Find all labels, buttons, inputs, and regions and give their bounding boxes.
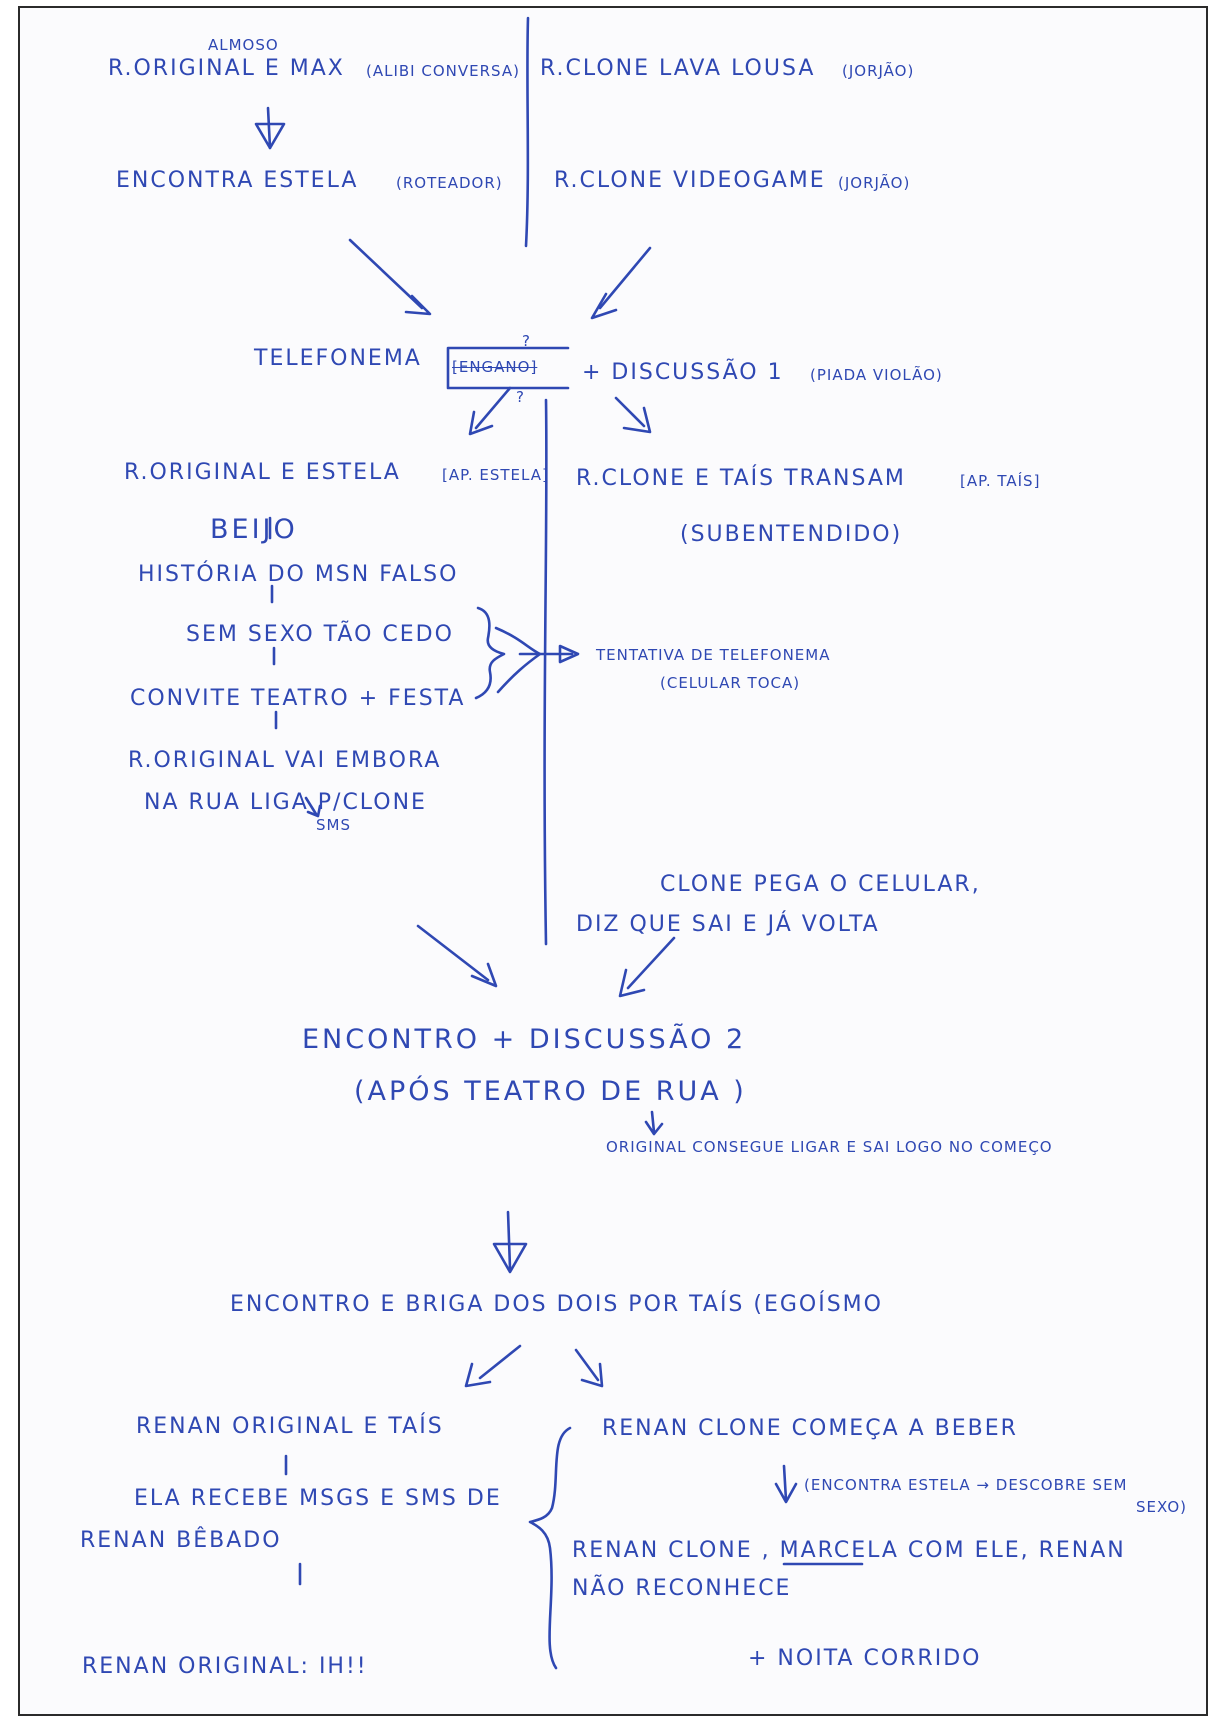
- r-clone-lava-lousa: R.CLONE LAVA LOUSA: [540, 56, 816, 81]
- arrow-diagonal-left-1: [348, 238, 432, 316]
- historia-msn: HISTÓRIA DO MSN FALSO: [138, 562, 459, 587]
- arrow-diagonal-right-2: [614, 396, 652, 434]
- brace: [474, 606, 506, 700]
- arrow-diagonal-right-4: [574, 1348, 604, 1388]
- ink-strokes: [254, 16, 864, 1670]
- encontro-e-briga: ENCONTRO E BRIGA DOS DOIS POR TAÍS (EGOÍ…: [230, 1292, 883, 1317]
- convite-teatro-festa: CONVITE TEATRO + FESTA: [130, 686, 466, 711]
- diz-que-sai: DIZ QUE SAI E JÁ VOLTA: [576, 912, 880, 937]
- r-clone-videogame: R.CLONE VIDEOGAME: [554, 168, 826, 193]
- renan-original-ih: RENAN ORIGINAL: IH!!: [82, 1654, 368, 1679]
- arrow-down-1: [254, 106, 286, 150]
- arrow-diagonal-left-2: [468, 386, 512, 436]
- ela-recebe: ELA RECEBE MSGS E SMS DE: [134, 1486, 502, 1511]
- question-mark-2: ?: [516, 388, 525, 406]
- ap-tais: [AP. TAÍS]: [960, 472, 1041, 490]
- jorjao-note-2: (JORJÃO): [838, 174, 911, 192]
- piada-note: (PIADA VIOLÃO): [810, 366, 943, 384]
- arrow-diagonal-left-3: [416, 924, 498, 988]
- renan-original-tais: RENAN ORIGINAL E TAÍS: [136, 1414, 444, 1439]
- alibi-note: (ALIBI CONVERSA): [366, 62, 520, 80]
- arrow-liga-sms: [304, 796, 322, 818]
- renan-clone-marcela: RENAN CLONE , MARCELA COM ELE, RENAN: [572, 1538, 1126, 1563]
- nao-reconhece: NÃO RECONHECE: [572, 1576, 792, 1601]
- telefonema-crossed-note: [ENGANO]: [452, 358, 538, 376]
- noita-corrido: + NOITA CORRIDO: [748, 1646, 982, 1671]
- telefonema: TELEFONEMA: [254, 346, 422, 371]
- r-clone-tais: R.CLONE E TAÍS TRANSAM: [576, 466, 906, 491]
- discussao-1: + DISCUSSÃO 1: [582, 360, 784, 385]
- arrow-rua: [644, 1110, 664, 1136]
- arrow-to-tentativa: [494, 626, 580, 694]
- arrow-down-2: [492, 1210, 528, 1274]
- encontra-estela-descobre: (ENCONTRA ESTELA → DESCOBRE SEM: [804, 1476, 1128, 1494]
- arrow-diagonal-left-4: [464, 1344, 522, 1388]
- divider-top: [524, 16, 530, 248]
- encontra-estela: ENCONTRA ESTELA: [116, 168, 359, 193]
- brace-bottom: [528, 1426, 572, 1670]
- renan-clone-beber: RENAN CLONE COMEÇA A BEBER: [602, 1416, 1018, 1441]
- renan-bebado: RENAN BÊBADO: [80, 1528, 282, 1553]
- sms-note: SMS: [316, 816, 351, 834]
- handwritten-page: ALMOSO R.ORIGINAL E MAX (ALIBI CONVERSA)…: [18, 6, 1208, 1716]
- jorjao-note-1: (JORJÃO): [842, 62, 915, 80]
- arrow-diagonal-right-3: [618, 936, 676, 998]
- ap-estela: [AP. ESTELA]: [442, 466, 549, 484]
- divider-middle: [543, 398, 548, 946]
- sem-sexo: SEM SEXO TÃO CEDO: [186, 622, 454, 647]
- sexo-note: SEXO): [1136, 1498, 1187, 1516]
- r-original-max: R.ORIGINAL E MAX: [108, 56, 345, 81]
- na-rua-liga: NA RUA LIGA P/CLONE: [144, 790, 427, 815]
- r-original-vai-embora: R.ORIGINAL VAI EMBORA: [128, 748, 442, 773]
- original-consegue-ligar: ORIGINAL CONSEGUE LIGAR E SAI LOGO NO CO…: [606, 1138, 1053, 1156]
- subentendido: (SUBENTENDIDO): [680, 522, 903, 547]
- celular-toca: (CELULAR TOCA): [660, 674, 801, 692]
- almoso-label: ALMOSO: [208, 36, 279, 54]
- tentativa-telefonema: TENTATIVA DE TELEFONEMA: [596, 646, 831, 664]
- roteador-note: (ROTEADOR): [396, 174, 503, 192]
- r-original-estela: R.ORIGINAL E ESTELA: [124, 460, 401, 485]
- beijo: BEIJO: [210, 514, 298, 545]
- apos-teatro-de-rua: (APÓS TEATRO DE RUA ): [354, 1076, 747, 1107]
- encontro-discussao-2: ENCONTRO + DISCUSSÃO 2: [302, 1024, 747, 1055]
- clone-pega-celular: CLONE PEGA O CELULAR,: [660, 872, 981, 897]
- arrow-down-3: [774, 1464, 798, 1504]
- question-mark-1: ?: [522, 332, 531, 350]
- arrow-diagonal-right-1: [590, 246, 652, 320]
